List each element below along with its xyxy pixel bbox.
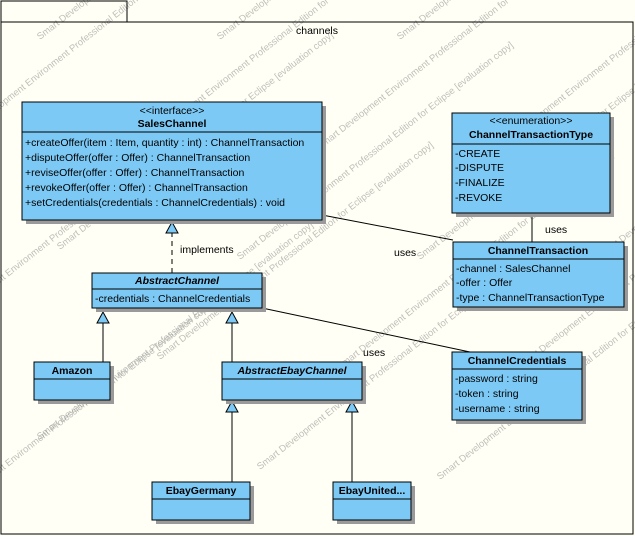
attribute: -channel : SalesChannel [456, 263, 570, 275]
class-ebay-united[interactable]: EbayUnited... [332, 481, 415, 524]
amazon-name: Amazon [52, 365, 93, 377]
class-abstract-channel[interactable]: AbstractChannel -credentials : ChannelCr… [91, 272, 266, 312]
channel-transaction-type-name: ChannelTransactionType [469, 129, 593, 141]
enum-literal: -FINALIZE [455, 177, 505, 189]
relationships: implements uses uses uses [96, 213, 567, 482]
uses-edge-abstract-credentials[interactable] [261, 307, 471, 353]
attribute: -credentials : ChannelCredentials [95, 293, 250, 305]
attribute: -token : string [455, 388, 519, 400]
sales-channel-stereotype: <<interface>> [140, 105, 205, 117]
package-frame [0, 21, 634, 535]
operation: +disputeOffer(offer : Offer) : ChannelTr… [25, 152, 250, 164]
operation: +createOffer(item : Item, quantity : int… [25, 137, 304, 149]
sales-channel-name: SalesChannel [138, 118, 207, 130]
enum-literal: -REVOKE [455, 192, 502, 204]
generalization-arrowhead-amazon [96, 310, 110, 324]
implements-arrowhead [165, 220, 179, 234]
abstract-ebay-channel-name: AbstractEbayChannel [236, 365, 347, 377]
package-name: channels [296, 25, 338, 37]
channel-credentials-name: ChannelCredentials [468, 355, 567, 367]
uses-label-abstract-credentials: uses [363, 347, 385, 359]
class-sales-channel[interactable]: <<interface>> SalesChannel +createOffer(… [21, 101, 326, 224]
watermark-text: Smart Development Environment Profession… [395, 0, 635, 42]
operation: +reviseOffer(offer : Offer) : ChannelTra… [25, 167, 244, 179]
class-ebay-germany[interactable]: EbayGermany [151, 481, 254, 524]
enum-literal: -DISPUTE [455, 162, 504, 174]
generalization-arrowhead-ebay-united [345, 399, 359, 413]
operation: +revokeOffer(offer : Offer) : ChannelTra… [25, 182, 248, 194]
ebay-germany-name: EbayGermany [166, 485, 237, 497]
attribute: -username : string [455, 403, 540, 415]
attribute: -offer : Offer [456, 277, 513, 289]
generalization-arrowhead-ebay-germany [225, 399, 239, 413]
attribute: -password : string [455, 373, 538, 385]
generalization-arrowhead-abstract-ebay [225, 310, 239, 324]
implements-label: implements [180, 244, 234, 256]
ebay-united-name: EbayUnited... [339, 485, 406, 497]
channel-transaction-name: ChannelTransaction [488, 245, 588, 257]
class-channel-transaction-type[interactable]: <<enumeration>> ChannelTransactionType -… [451, 112, 614, 217]
attribute: -type : ChannelTransactionType [456, 292, 605, 304]
class-channel-credentials[interactable]: ChannelCredentials -password : string -t… [451, 351, 586, 424]
abstract-channel-name: AbstractChannel [134, 275, 220, 287]
uses-label-type-transaction: uses [545, 224, 567, 236]
class-channel-transaction[interactable]: ChannelTransaction -channel : SalesChann… [452, 241, 628, 311]
enum-literal: -CREATE [455, 148, 500, 160]
class-abstract-ebay-channel[interactable]: AbstractEbayChannel [221, 361, 366, 404]
channel-transaction-type-stereotype: <<enumeration>> [490, 115, 573, 127]
class-amazon[interactable]: Amazon [33, 361, 114, 404]
uses-edge-sales-transaction[interactable] [321, 214, 454, 241]
uses-label-sales-transaction: uses [394, 247, 416, 259]
operation: +setCredentials(credentials : ChannelCre… [25, 197, 285, 209]
